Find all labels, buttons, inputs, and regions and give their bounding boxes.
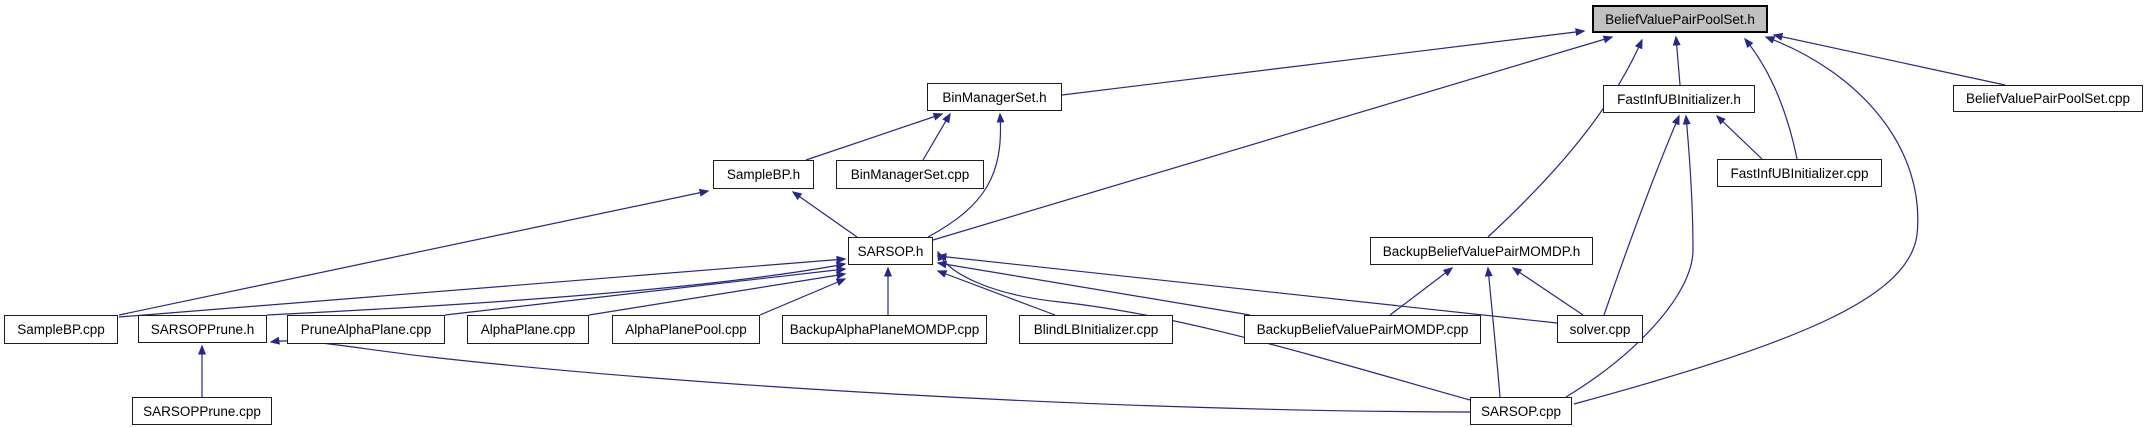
edge-samplebp-h-to-binmanagerset-h xyxy=(805,112,944,161)
node-prunealphaplane-cpp[interactable]: PruneAlphaPlane.cpp xyxy=(287,315,445,344)
node-backupbeliefvaluepairmomdp-h[interactable]: BackupBeliefValuePairMOMDP.h xyxy=(1370,237,1593,265)
node-binmanagerset-cpp[interactable]: BinManagerSet.cpp xyxy=(836,160,984,189)
edge-samplebp-cpp-to-sarsop-h xyxy=(118,255,847,318)
edge-fastinfubinitializer-h-to-beliefvaluepairpoolset-h xyxy=(1672,35,1681,86)
node-solver-cpp[interactable]: solver.cpp xyxy=(1557,315,1643,343)
node-sarsop-h[interactable]: SARSOP.h xyxy=(848,237,933,265)
edge-binmanagerset-h-to-beliefvaluepairpoolset-h xyxy=(1061,28,1586,96)
node-samplebp-h[interactable]: SampleBP.h xyxy=(713,160,814,189)
node-beliefvaluepairpoolset-cpp[interactable]: BeliefValuePairPoolSet.cpp xyxy=(1953,85,2143,112)
node-sarsop-cpp[interactable]: SARSOP.cpp xyxy=(1470,397,1572,425)
edge-sarsop-h-to-binmanagerset-h xyxy=(927,112,1005,238)
edge-binmanagerset-cpp-to-binmanagerset-h xyxy=(922,112,951,161)
edge-samplebp-cpp-to-samplebp-h xyxy=(118,188,710,316)
edge-sarsop-h-to-samplebp-h xyxy=(791,191,858,238)
node-alphaplane-cpp[interactable]: AlphaPlane.cpp xyxy=(467,315,589,344)
edge-sarsop-cpp-to-sarsopprune-h xyxy=(269,336,1471,413)
edge-sarsop-cpp-to-fastinfubinitializer-h xyxy=(1565,114,1694,398)
edge-fastinfubinitializer-cpp-to-fastinfubinitializer-h xyxy=(1715,114,1763,160)
node-fastinfubinitializer-cpp[interactable]: FastInfUBInitializer.cpp xyxy=(1717,159,1882,187)
edge-alphaplanepool-cpp-to-sarsop-h xyxy=(759,278,847,316)
node-backupalphaplanemomdp-cpp[interactable]: BackupAlphaPlaneMOMDP.cpp xyxy=(782,315,987,344)
edge-solver-cpp-to-sarsop-h xyxy=(936,252,1558,324)
node-binmanagerset-h[interactable]: BinManagerSet.h xyxy=(927,83,1062,111)
node-backupbeliefvaluepairmomdp-cpp[interactable]: BackupBeliefValuePairMOMDP.cpp xyxy=(1244,315,1481,344)
edge-solver-cpp-to-fastinfubinitializer-h xyxy=(1603,114,1680,316)
edge-backupbeliefvaluepairmomdp-h-to-beliefvaluepairpoolset-h xyxy=(1487,38,1643,238)
node-fastinfubinitializer-h[interactable]: FastInfUBInitializer.h xyxy=(1603,85,1755,113)
node-blindlbinitializer-cpp[interactable]: BlindLBInitializer.cpp xyxy=(1019,315,1173,344)
edge-beliefvaluepairpoolset-cpp-to-beliefvaluepairpoolset-h xyxy=(1772,32,2006,86)
edge-prunealphaplane-cpp-to-sarsop-h xyxy=(444,265,847,316)
node-sarsopprune-cpp[interactable]: SARSOPPrune.cpp xyxy=(132,397,272,425)
edge-backupbeliefvaluepairmomdp-cpp-to-backupbeliefvaluepairmomdp-h xyxy=(1389,267,1454,316)
edge-sarsop-cpp-to-sarsop-h xyxy=(937,250,1471,401)
node-sarsopprune-h[interactable]: SARSOPPrune.h xyxy=(138,315,267,343)
edge-sarsop-cpp-to-beliefvaluepairpoolset-h xyxy=(1573,36,1919,405)
edge-blindlbinitializer-cpp-to-sarsop-h xyxy=(936,270,1056,316)
edge-solver-cpp-to-backupbeliefvaluepairmomdp-h xyxy=(1511,267,1584,316)
edge-sarsop-h-to-beliefvaluepairpoolset-h xyxy=(932,35,1614,241)
edge-sarsopprune-h-to-sarsop-h xyxy=(266,261,847,316)
edge-alphaplane-cpp-to-sarsop-h xyxy=(588,271,847,316)
node-samplebp-cpp[interactable]: SampleBP.cpp xyxy=(4,315,118,344)
edge-backupbeliefvaluepairmomdp-cpp-to-sarsop-h xyxy=(936,260,1251,316)
edge-sarsop-cpp-to-backupbeliefvaluepairmomdp-h xyxy=(1484,266,1501,398)
node-beliefvaluepairpoolset-h[interactable]: BeliefValuePairPoolSet.h xyxy=(1592,5,1768,33)
node-alphaplanepool-cpp[interactable]: AlphaPlanePool.cpp xyxy=(612,315,760,344)
edge-fastinfubinitializer-cpp-to-beliefvaluepairpoolset-h xyxy=(1744,37,1798,160)
